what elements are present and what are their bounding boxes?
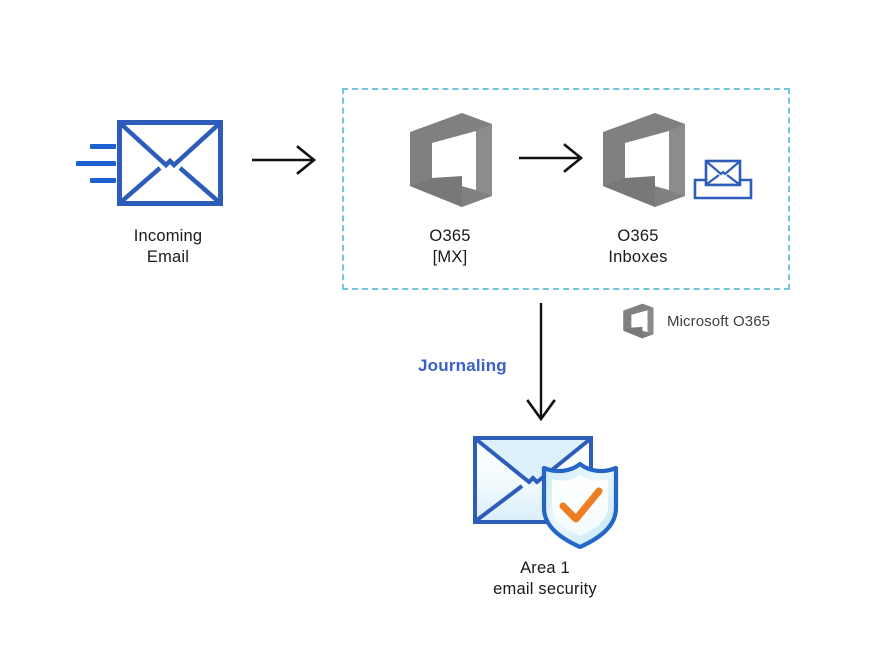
area-1-label-line1: Area 1 [520, 559, 570, 577]
office-365-logo-icon-mx [404, 112, 496, 208]
motion-lines-icon [72, 140, 118, 188]
o365-mx-label-line2: [MX] [432, 248, 468, 266]
area-1-label: Area 1 email security [455, 558, 635, 600]
journaling-label: Journaling [418, 356, 507, 375]
o365-inboxes-label-line2: Inboxes [608, 248, 668, 266]
arrow-inboxes-to-area1 [524, 303, 558, 423]
arrow-mx-to-inboxes [519, 143, 585, 173]
o365-inboxes-label-line1: O365 [617, 227, 659, 245]
area-1-label-line2: email security [493, 580, 597, 598]
incoming-email-label-line1: Incoming [133, 227, 203, 245]
arrow-incoming-to-mx [252, 145, 318, 175]
inbox-tray-icon [693, 159, 753, 201]
envelope-shield-icon [472, 434, 628, 552]
o365-boundary-dashed-box [342, 88, 790, 290]
legend-label: Microsoft O365 [667, 313, 771, 330]
incoming-email-label-line2: Email [146, 248, 190, 266]
office-365-logo-icon-inboxes [597, 112, 689, 208]
legend-office-365-logo-icon [621, 303, 655, 339]
envelope-icon [117, 120, 223, 206]
o365-mx-label: O365 [MX] [385, 226, 515, 268]
o365-mx-label-line1: O365 [429, 227, 471, 245]
